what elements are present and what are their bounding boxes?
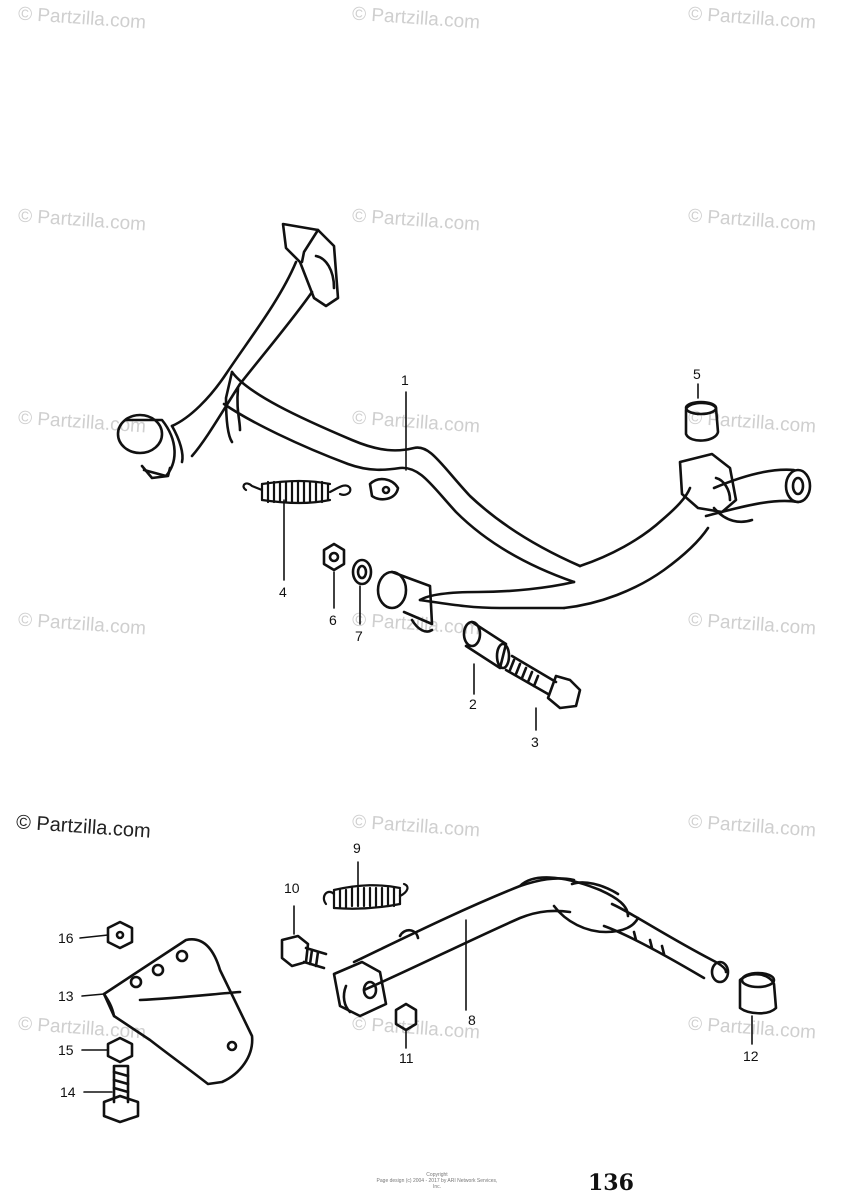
part-4-spring [242,479,352,505]
part-9-spring [322,882,409,910]
callout-9: 9 [353,840,361,856]
part-5-stopper [684,400,720,442]
callout-8: 8 [468,1012,476,1028]
part-11-nut [394,1002,418,1032]
callout-1: 1 [401,372,409,388]
part-8-pedal [332,876,730,1018]
copyright-line-2: Page design (c) 2004 - 2017 by ARI Netwo… [376,1178,498,1190]
callout-6: 6 [329,612,337,628]
part-10-bolt [280,934,328,970]
callout-14: 14 [60,1084,76,1100]
callout-4: 4 [279,584,287,600]
page-number: 136 [588,1170,634,1196]
callout-12: 12 [743,1048,759,1064]
part-1-main-stand [116,222,812,633]
callout-15: 15 [58,1042,74,1058]
callout-13: 13 [58,988,74,1004]
part-14-bolt [102,1064,140,1124]
part-12-rubber [738,971,778,1015]
part-2-collar [462,620,511,670]
copyright-line-1: Copyright [426,1172,448,1178]
callout-16: 16 [58,930,74,946]
part-15-nut [106,1036,134,1064]
callout-3: 3 [531,734,539,750]
callout-10: 10 [284,880,300,896]
callout-5: 5 [693,366,701,382]
callout-7: 7 [355,628,363,644]
part-13-bracket [102,938,254,1086]
copyright-note: Copyright Page design (c) 2004 - 2017 by… [372,1172,502,1190]
callout-2: 2 [469,696,477,712]
part-7-washer [351,558,373,586]
callout-11: 11 [399,1050,414,1066]
part-16-nut [106,920,134,950]
part-3-bolt [504,654,582,710]
leader-lines [79,383,753,1093]
part-6-nut [322,542,346,572]
